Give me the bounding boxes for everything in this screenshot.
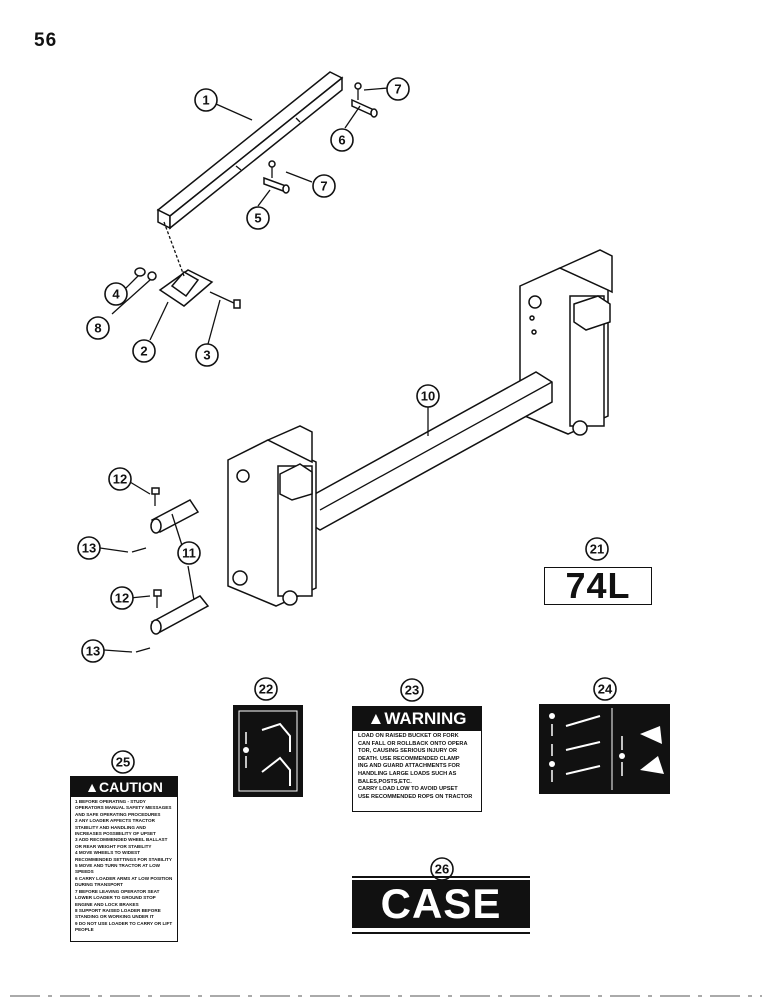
callout-5: 5 (246, 206, 270, 230)
warning-triangle-icon: ▲ (367, 709, 385, 728)
svg-text:11: 11 (182, 546, 196, 561)
svg-text:3: 3 (203, 348, 210, 363)
bolt-part-12-lower (153, 589, 162, 608)
callout-10: 10 (416, 384, 440, 408)
svg-text:12: 12 (113, 472, 127, 487)
svg-text:2: 2 (140, 344, 147, 359)
svg-text:13: 13 (82, 541, 96, 556)
svg-text:13: 13 (86, 644, 100, 659)
callout-25: 25 (111, 750, 135, 774)
page-number: 56 (34, 30, 58, 51)
svg-text:22: 22 (259, 682, 273, 697)
clip-part-13-lower (135, 647, 151, 653)
case-decal-top-rule (352, 876, 530, 878)
warning-decal: ▲WARNING LOAD ON RAISED BUCKET OR FORK C… (352, 706, 482, 812)
caution-header: ▲CAUTION (71, 777, 177, 797)
callout-8: 8 (86, 316, 110, 340)
pivot-pin-part-11-lower (150, 595, 210, 635)
callout-12-lower: 12 (110, 586, 134, 610)
callout-21: 21 (585, 537, 609, 561)
loader-frame-part-10 (227, 249, 613, 607)
svg-text:6: 6 (338, 133, 345, 148)
pin-part-6 (351, 82, 378, 118)
svg-text:4: 4 (112, 287, 120, 302)
caution-decal: ▲CAUTION 1 BEFORE OPERATING - STUDY OPER… (70, 776, 178, 942)
callout-11: 11 (177, 541, 201, 565)
callout-7-upper: 7 (386, 77, 410, 101)
svg-text:10: 10 (421, 389, 435, 404)
bolt-part-3 (209, 291, 241, 309)
pivot-pin-part-11-upper (150, 499, 200, 534)
square-tube-part-1 (156, 71, 344, 230)
callout-12-upper: 12 (108, 467, 132, 491)
clip-part-13-upper (131, 547, 147, 553)
svg-text:24: 24 (598, 682, 613, 697)
caution-text: 1 BEFORE OPERATING - STUDY OPERATORS MAN… (75, 799, 173, 933)
svg-text:1: 1 (202, 93, 209, 108)
pin-part-5 (263, 160, 290, 194)
callout-7-lower: 7 (312, 174, 336, 198)
mounting-bracket-part-2 (158, 221, 214, 307)
callout-2: 2 (132, 339, 156, 363)
callout-6: 6 (330, 128, 354, 152)
callout-13-upper: 13 (77, 536, 101, 560)
svg-text:26: 26 (435, 862, 449, 877)
callout-24: 24 (593, 677, 617, 701)
svg-text:21: 21 (590, 542, 604, 557)
callout-4: 4 (104, 282, 128, 306)
callout-3: 3 (195, 343, 219, 367)
warning-text: LOAD ON RAISED BUCKET OR FORK CAN FALL O… (358, 733, 473, 800)
svg-text:7: 7 (320, 179, 327, 194)
callout-13-lower: 13 (81, 639, 105, 663)
bolt-part-12-upper (151, 487, 160, 506)
svg-text:12: 12 (115, 591, 129, 606)
callout-26: 26 (430, 857, 454, 881)
svg-text:8: 8 (94, 321, 101, 336)
case-logo-decal: CASE (352, 880, 530, 928)
svg-text:23: 23 (405, 683, 419, 698)
callout-23: 23 (400, 678, 424, 702)
model-decal-74l: 74L (544, 567, 652, 605)
svg-text:5: 5 (254, 211, 261, 226)
control-decal-22 (233, 705, 303, 797)
svg-text:7: 7 (394, 82, 401, 97)
function-decal-24 (539, 704, 670, 794)
case-decal-bottom-rule (352, 932, 530, 934)
warning-header: ▲WARNING (353, 707, 481, 731)
callout-1: 1 (194, 88, 218, 112)
svg-text:25: 25 (116, 755, 130, 770)
callout-22: 22 (254, 677, 278, 701)
caution-triangle-icon: ▲ (85, 779, 100, 795)
hardware-parts-4-8 (134, 267, 157, 281)
